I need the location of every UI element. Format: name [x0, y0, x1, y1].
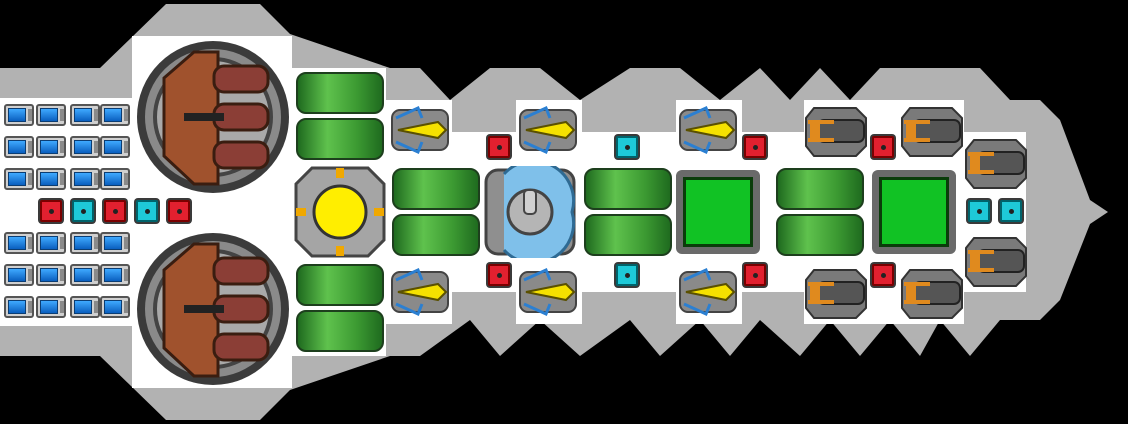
battery-cell [36, 264, 66, 286]
cannon-turret[interactable] [804, 266, 868, 320]
battery-cell [36, 104, 66, 126]
coolant-pipe-mid-3 [772, 164, 868, 260]
engine-drum-bottom[interactable] [134, 230, 292, 388]
battery-cell [4, 264, 34, 286]
cannon-turret[interactable] [900, 104, 964, 158]
power-node-red[interactable] [486, 134, 512, 160]
laser-turret[interactable] [516, 266, 580, 318]
reactor-core[interactable] [292, 164, 388, 260]
battery-cell [4, 232, 34, 254]
cannon-turret[interactable] [804, 104, 868, 158]
power-node-red[interactable] [870, 262, 896, 288]
coolant-pipe-bottom [292, 260, 388, 356]
battery-cell [4, 104, 34, 126]
power-node-red[interactable] [742, 134, 768, 160]
laser-turret[interactable] [516, 104, 580, 156]
power-node-cyan[interactable] [614, 262, 640, 288]
power-node-cyan[interactable] [614, 134, 640, 160]
battery-cell [100, 232, 130, 254]
battery-bank-top [4, 104, 132, 200]
battery-cell [4, 296, 34, 318]
power-node-red[interactable] [870, 134, 896, 160]
power-node-cyan[interactable] [998, 198, 1024, 224]
power-node-red[interactable] [742, 262, 768, 288]
battery-cell [36, 136, 66, 158]
power-node-red[interactable] [102, 198, 128, 224]
battery-bank-bottom [4, 232, 132, 328]
power-node-cyan[interactable] [70, 198, 96, 224]
shield-generator[interactable] [484, 166, 576, 258]
battery-cell [100, 168, 130, 190]
battery-cell [70, 104, 100, 126]
cannon-turret[interactable] [900, 266, 964, 320]
power-node-cyan[interactable] [966, 198, 992, 224]
battery-cell [70, 264, 100, 286]
power-node-red[interactable] [166, 198, 192, 224]
battery-cell [4, 168, 34, 190]
battery-cell [70, 296, 100, 318]
laser-turret[interactable] [388, 104, 452, 156]
engine-drum-top[interactable] [134, 38, 292, 196]
coolant-pipe-top [292, 68, 388, 164]
power-node-red[interactable] [38, 198, 64, 224]
laser-turret[interactable] [676, 104, 740, 156]
laser-turret[interactable] [676, 266, 740, 318]
battery-cell [70, 232, 100, 254]
power-node-red[interactable] [486, 262, 512, 288]
battery-cell [70, 168, 100, 190]
cannon-turret[interactable] [964, 136, 1028, 190]
battery-cell [100, 264, 130, 286]
power-node-cyan[interactable] [134, 198, 160, 224]
battery-cell [100, 136, 130, 158]
battery-cell [100, 296, 130, 318]
battery-cell [4, 136, 34, 158]
battery-cell [100, 104, 130, 126]
battery-cell [36, 232, 66, 254]
coolant-pipe-mid-2 [580, 164, 676, 260]
battery-cell [36, 296, 66, 318]
coolant-pipe-mid-1 [388, 164, 484, 260]
helm-console[interactable] [676, 170, 760, 254]
sensor-console[interactable] [872, 170, 956, 254]
cannon-turret[interactable] [964, 234, 1028, 288]
laser-turret[interactable] [388, 266, 452, 318]
battery-cell [70, 136, 100, 158]
battery-cell [36, 168, 66, 190]
